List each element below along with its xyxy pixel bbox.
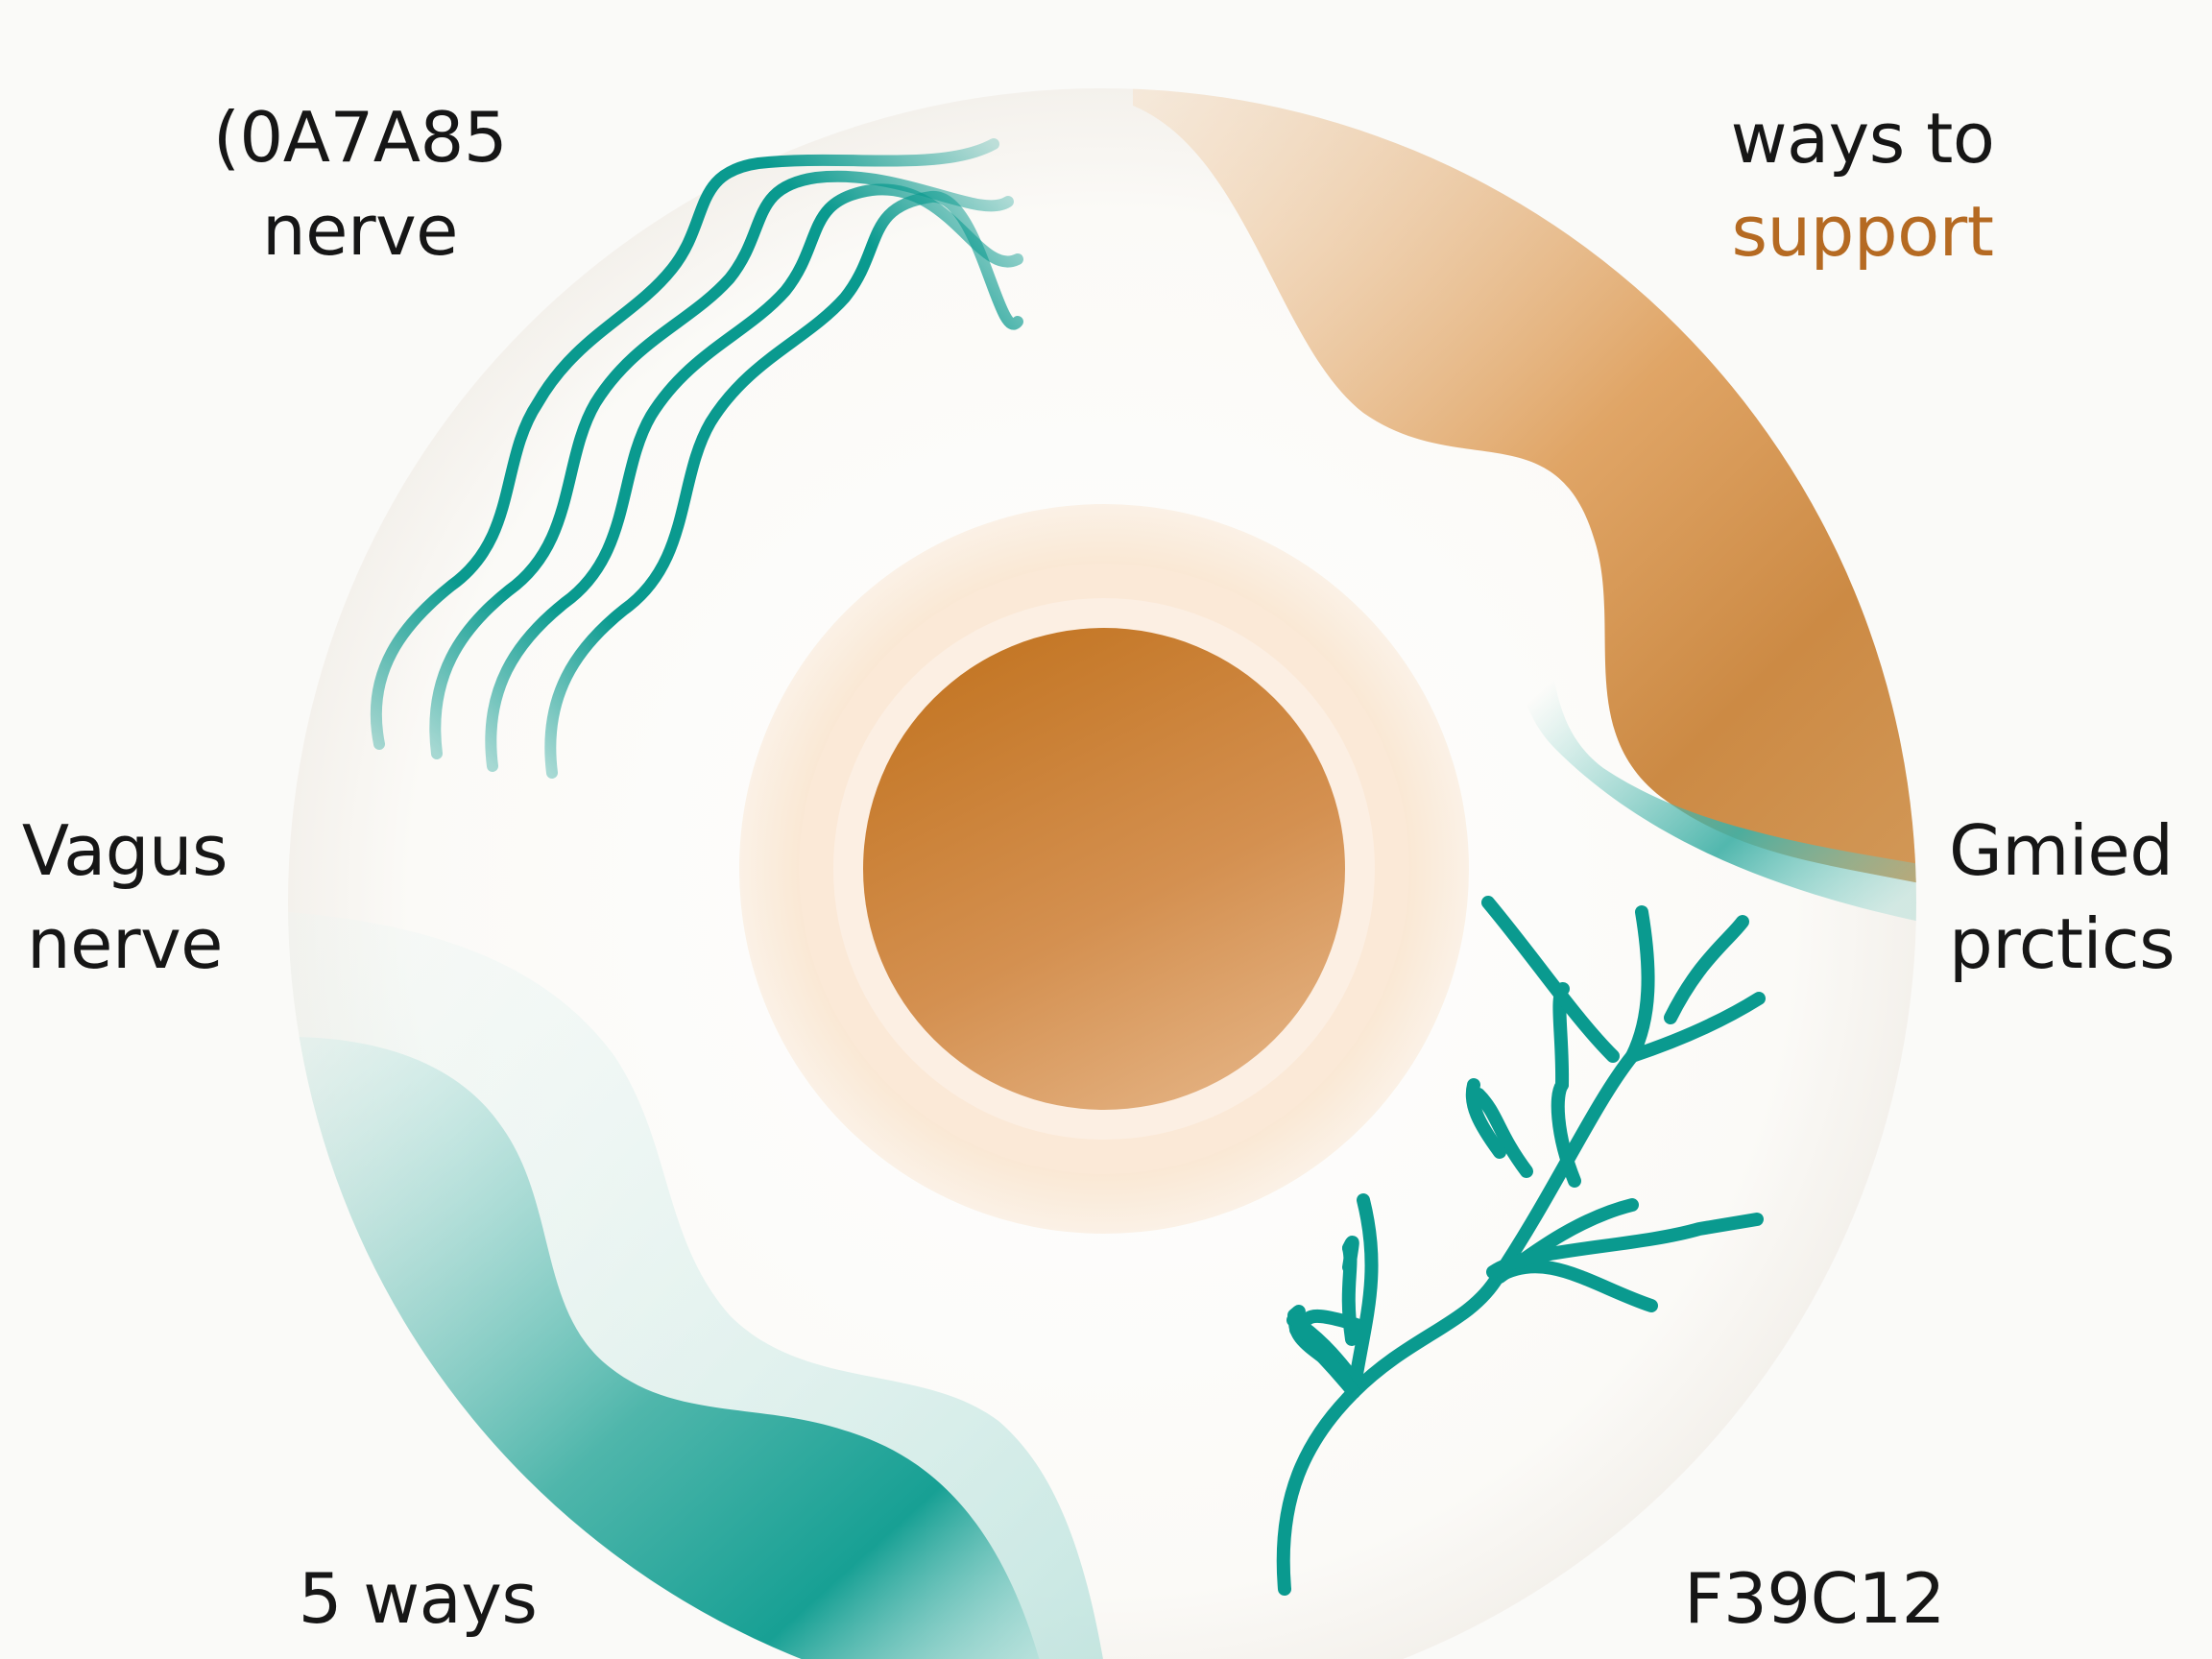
label-top-right: ways to support: [1671, 92, 2055, 278]
label-middle-left-line2: nerve: [27, 903, 223, 984]
label-bottom-left-line1: 5 ways: [298, 1558, 538, 1639]
label-top-left-line2: nerve: [262, 190, 458, 271]
label-middle-left: Vagus nerve: [0, 805, 250, 991]
branching-nerve-icon: [1276, 896, 1766, 1596]
wavy-nerve-lines-icon: [370, 138, 1023, 779]
label-bottom-left: 5 ways: [259, 1555, 576, 1642]
label-bottom-right-line1: F39C12: [1684, 1558, 1945, 1639]
label-bottom-right: F39C12: [1661, 1555, 1968, 1642]
label-middle-right-line1: Gmied: [1949, 810, 2174, 891]
label-middle-left-line1: Vagus: [21, 810, 228, 891]
label-top-left: (0A7A85 nerve: [154, 91, 566, 277]
label-middle-right: Gmied prctics: [1949, 805, 2212, 991]
label-top-right-line2: support: [1731, 191, 1994, 272]
label-top-right-line1: ways to: [1730, 98, 1995, 179]
teal-streak-shape: [1498, 538, 1916, 922]
label-middle-right-line2: prctics: [1949, 903, 2176, 984]
label-top-left-line1: (0A7A85: [212, 97, 508, 178]
center-core-circle: [863, 628, 1345, 1110]
